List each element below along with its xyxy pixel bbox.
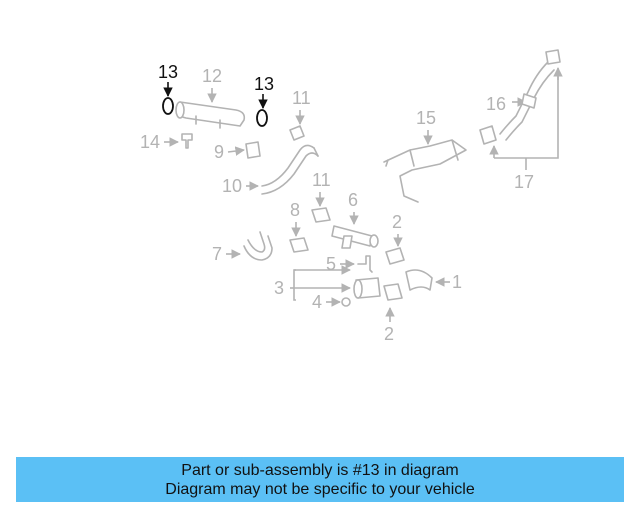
clamp-part-17-right [545,49,561,65]
valve-stem-6 [341,235,353,249]
callout-16: 16 [486,94,506,114]
part-1-group: 1 [405,269,462,292]
pipe-part-5 [357,255,373,273]
callout-17: 17 [514,172,534,192]
callout-10: 10 [222,176,242,196]
part-8-group: 8 [289,200,309,253]
part-4-group: 4 [312,292,351,312]
part-2-upper-group: 2 [385,212,405,265]
pipe-tabs [195,115,221,129]
part-9-group: 9 [214,141,261,162]
hose-part-1 [405,269,433,291]
callout-8: 8 [290,200,300,220]
part-12-group: 12 [175,66,246,129]
callout-11-upper: 11 [292,88,311,108]
part-16-group: 16 [486,61,555,141]
clamp-part-2-mid [383,283,403,301]
part-17-group: 17 [479,49,563,192]
callout-7: 7 [212,244,222,264]
banner-line-1: Part or sub-assembly is #13 in diagram [181,461,459,479]
bracket-3 [293,269,296,301]
part-5-group: 5 [326,254,373,274]
gasket-part-4 [341,297,351,307]
bolt-part-14 [181,133,193,149]
part-6-group: 6 [331,190,379,249]
o-ring-right[interactable] [256,109,268,127]
hose-10-end [313,147,319,157]
pipe-end-left [175,101,185,119]
valve-end-6 [369,234,379,248]
callout-5: 5 [326,254,336,274]
part-2-lower-group: 2 [384,307,395,344]
callout-3: 3 [274,278,284,298]
part-13-group[interactable]: 13 13 [158,62,274,127]
clamp-part-17-left [479,125,497,145]
bracket-part-15 [383,139,467,203]
callout-1: 1 [452,272,462,292]
clip-part-9 [245,141,261,159]
pipe-part-12 [176,101,246,127]
part-14-group: 14 [140,132,193,152]
housing-3-face [353,279,363,299]
part-7-group: 7 [212,231,273,264]
hose-16-band [521,93,537,109]
callout-2-lower: 2 [384,324,394,344]
callout-13-right: 13 [254,74,274,94]
part-3-group: 3 [274,265,381,301]
part-15-group: 15 [383,108,467,203]
callout-2-upper: 2 [392,212,402,232]
callout-15: 15 [416,108,436,128]
clamp-part-11-upper [289,125,305,141]
part-11-upper-group: 11 [289,88,311,141]
part-10-group: 10 [222,144,319,196]
callout-6: 6 [348,190,358,210]
leader-9 [227,146,245,156]
hose-part-7 [243,231,273,261]
callout-12: 12 [202,66,222,86]
bracket-17 [494,72,559,159]
info-banner: Part or sub-assembly is #13 in diagram D… [16,457,624,502]
part-2-mid-group [383,283,403,301]
hose-part-10 [261,144,319,195]
callout-4: 4 [312,292,322,312]
o-ring-left[interactable] [162,97,174,115]
callout-9: 9 [214,142,224,162]
clamp-part-8 [289,237,309,253]
callout-13-left: 13 [158,62,178,82]
callout-14: 14 [140,132,160,152]
clamp-part-11-lower [311,207,331,223]
clamp-part-2-upper [385,247,405,265]
part-11-lower-group: 11 [311,170,331,223]
callout-11-lower: 11 [312,170,331,190]
banner-line-2: Diagram may not be specific to your vehi… [165,480,475,498]
